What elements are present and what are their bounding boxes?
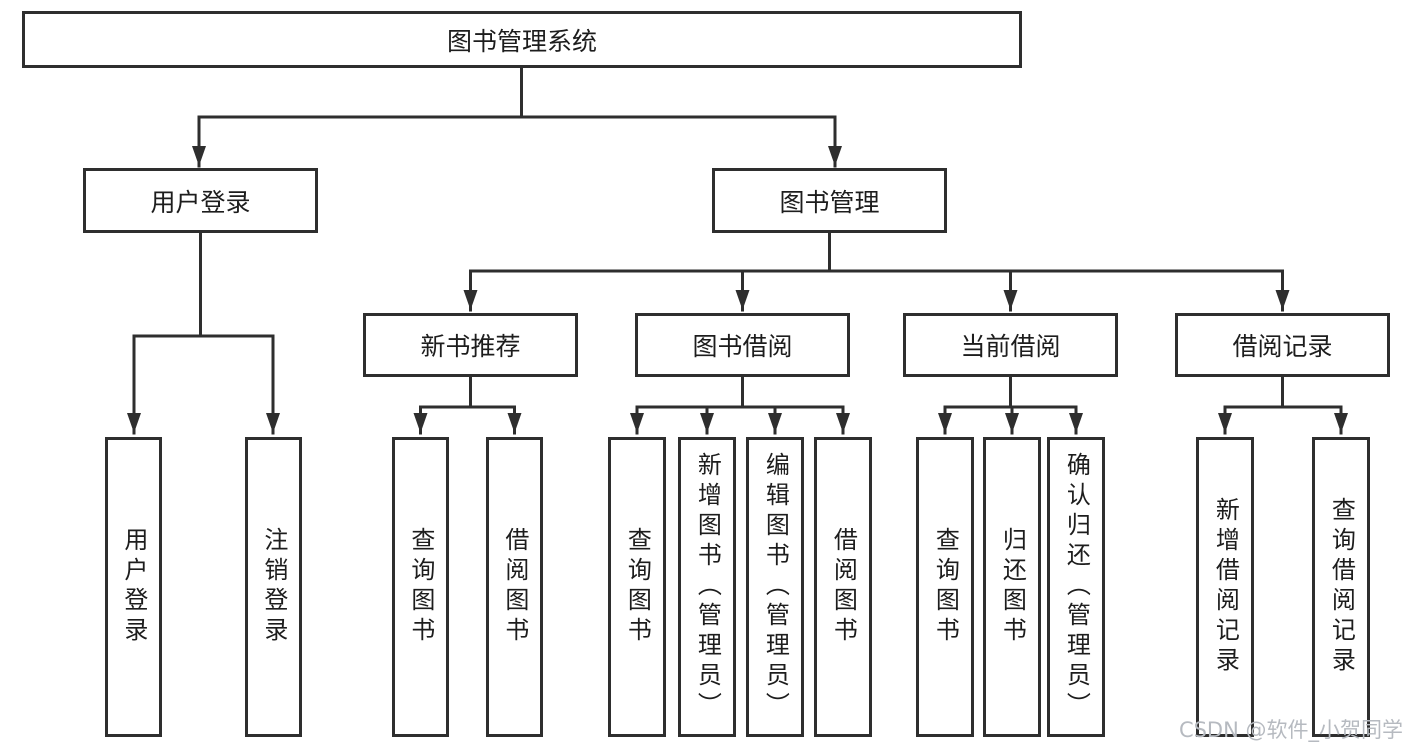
connector-borrow-children xyxy=(630,375,850,435)
leaf-borrow-books: 借阅图书 xyxy=(814,437,872,737)
leaf-confirm-return-admin-label: 确认归还（管理员） xyxy=(1062,452,1091,722)
connector-records-children xyxy=(1218,375,1348,435)
node-book-management: 图书管理 xyxy=(712,168,947,233)
node-new-book-recommend-label: 新书推荐 xyxy=(420,332,521,361)
leaf-user-login: 用户登录 xyxy=(105,437,162,737)
leaf-add-books-admin: 新增图书（管理员） xyxy=(678,437,736,737)
leaf-logout: 注销登录 xyxy=(245,437,302,737)
node-book-borrow: 图书借阅 xyxy=(635,313,850,377)
node-user-login: 用户登录 xyxy=(83,168,318,233)
leaf-add-borrow-record-label: 新增借阅记录 xyxy=(1211,497,1240,677)
csdn-watermark: CSDN @软件_小贺同学 xyxy=(1178,718,1403,742)
leaf-borrow-books-recommend: 借阅图书 xyxy=(486,437,543,737)
leaf-add-books-admin-label: 新增图书（管理员） xyxy=(693,452,722,722)
node-book-borrow-label: 图书借阅 xyxy=(692,332,793,361)
node-current-borrow-label: 当前借阅 xyxy=(960,332,1061,361)
leaf-return-books: 归还图书 xyxy=(983,437,1041,737)
leaf-confirm-return-admin: 确认归还（管理员） xyxy=(1047,437,1105,737)
leaf-query-books-borrow-label: 查询图书 xyxy=(623,527,652,647)
node-book-management-label: 图书管理 xyxy=(779,187,880,217)
root-node-label: 图书管理系统 xyxy=(446,26,597,56)
leaf-query-books-current: 查询图书 xyxy=(916,437,974,737)
leaf-return-books-label: 归还图书 xyxy=(998,527,1027,647)
leaf-logout-label: 注销登录 xyxy=(259,527,288,647)
leaf-add-borrow-record: 新增借阅记录 xyxy=(1196,437,1254,737)
root-node-library-system: 图书管理系统 xyxy=(22,11,1022,68)
connector-book-management-children xyxy=(463,231,1290,312)
leaf-query-books-current-label: 查询图书 xyxy=(931,527,960,647)
leaf-borrow-books-label: 借阅图书 xyxy=(829,527,858,647)
node-current-borrow: 当前借阅 xyxy=(903,313,1118,377)
connector-root-to-branches xyxy=(192,66,842,168)
leaf-borrow-books-recommend-label: 借阅图书 xyxy=(500,527,529,647)
node-borrow-records-label: 借阅记录 xyxy=(1232,332,1333,361)
node-new-book-recommend: 新书推荐 xyxy=(363,313,578,377)
leaf-query-borrow-record: 查询借阅记录 xyxy=(1312,437,1370,737)
leaf-query-borrow-record-label: 查询借阅记录 xyxy=(1327,497,1356,677)
connector-current-children xyxy=(938,375,1083,435)
connector-recommend-children xyxy=(413,375,522,435)
connector-user-login-children xyxy=(127,231,280,435)
leaf-query-books-borrow: 查询图书 xyxy=(608,437,666,737)
leaf-user-login-label: 用户登录 xyxy=(119,527,148,647)
leaf-query-books-recommend-label: 查询图书 xyxy=(406,527,435,647)
leaf-edit-books-admin-label: 编辑图书（管理员） xyxy=(761,452,790,722)
node-borrow-records: 借阅记录 xyxy=(1175,313,1390,377)
node-user-login-label: 用户登录 xyxy=(150,187,251,217)
leaf-query-books-recommend: 查询图书 xyxy=(392,437,449,737)
leaf-edit-books-admin: 编辑图书（管理员） xyxy=(746,437,804,737)
